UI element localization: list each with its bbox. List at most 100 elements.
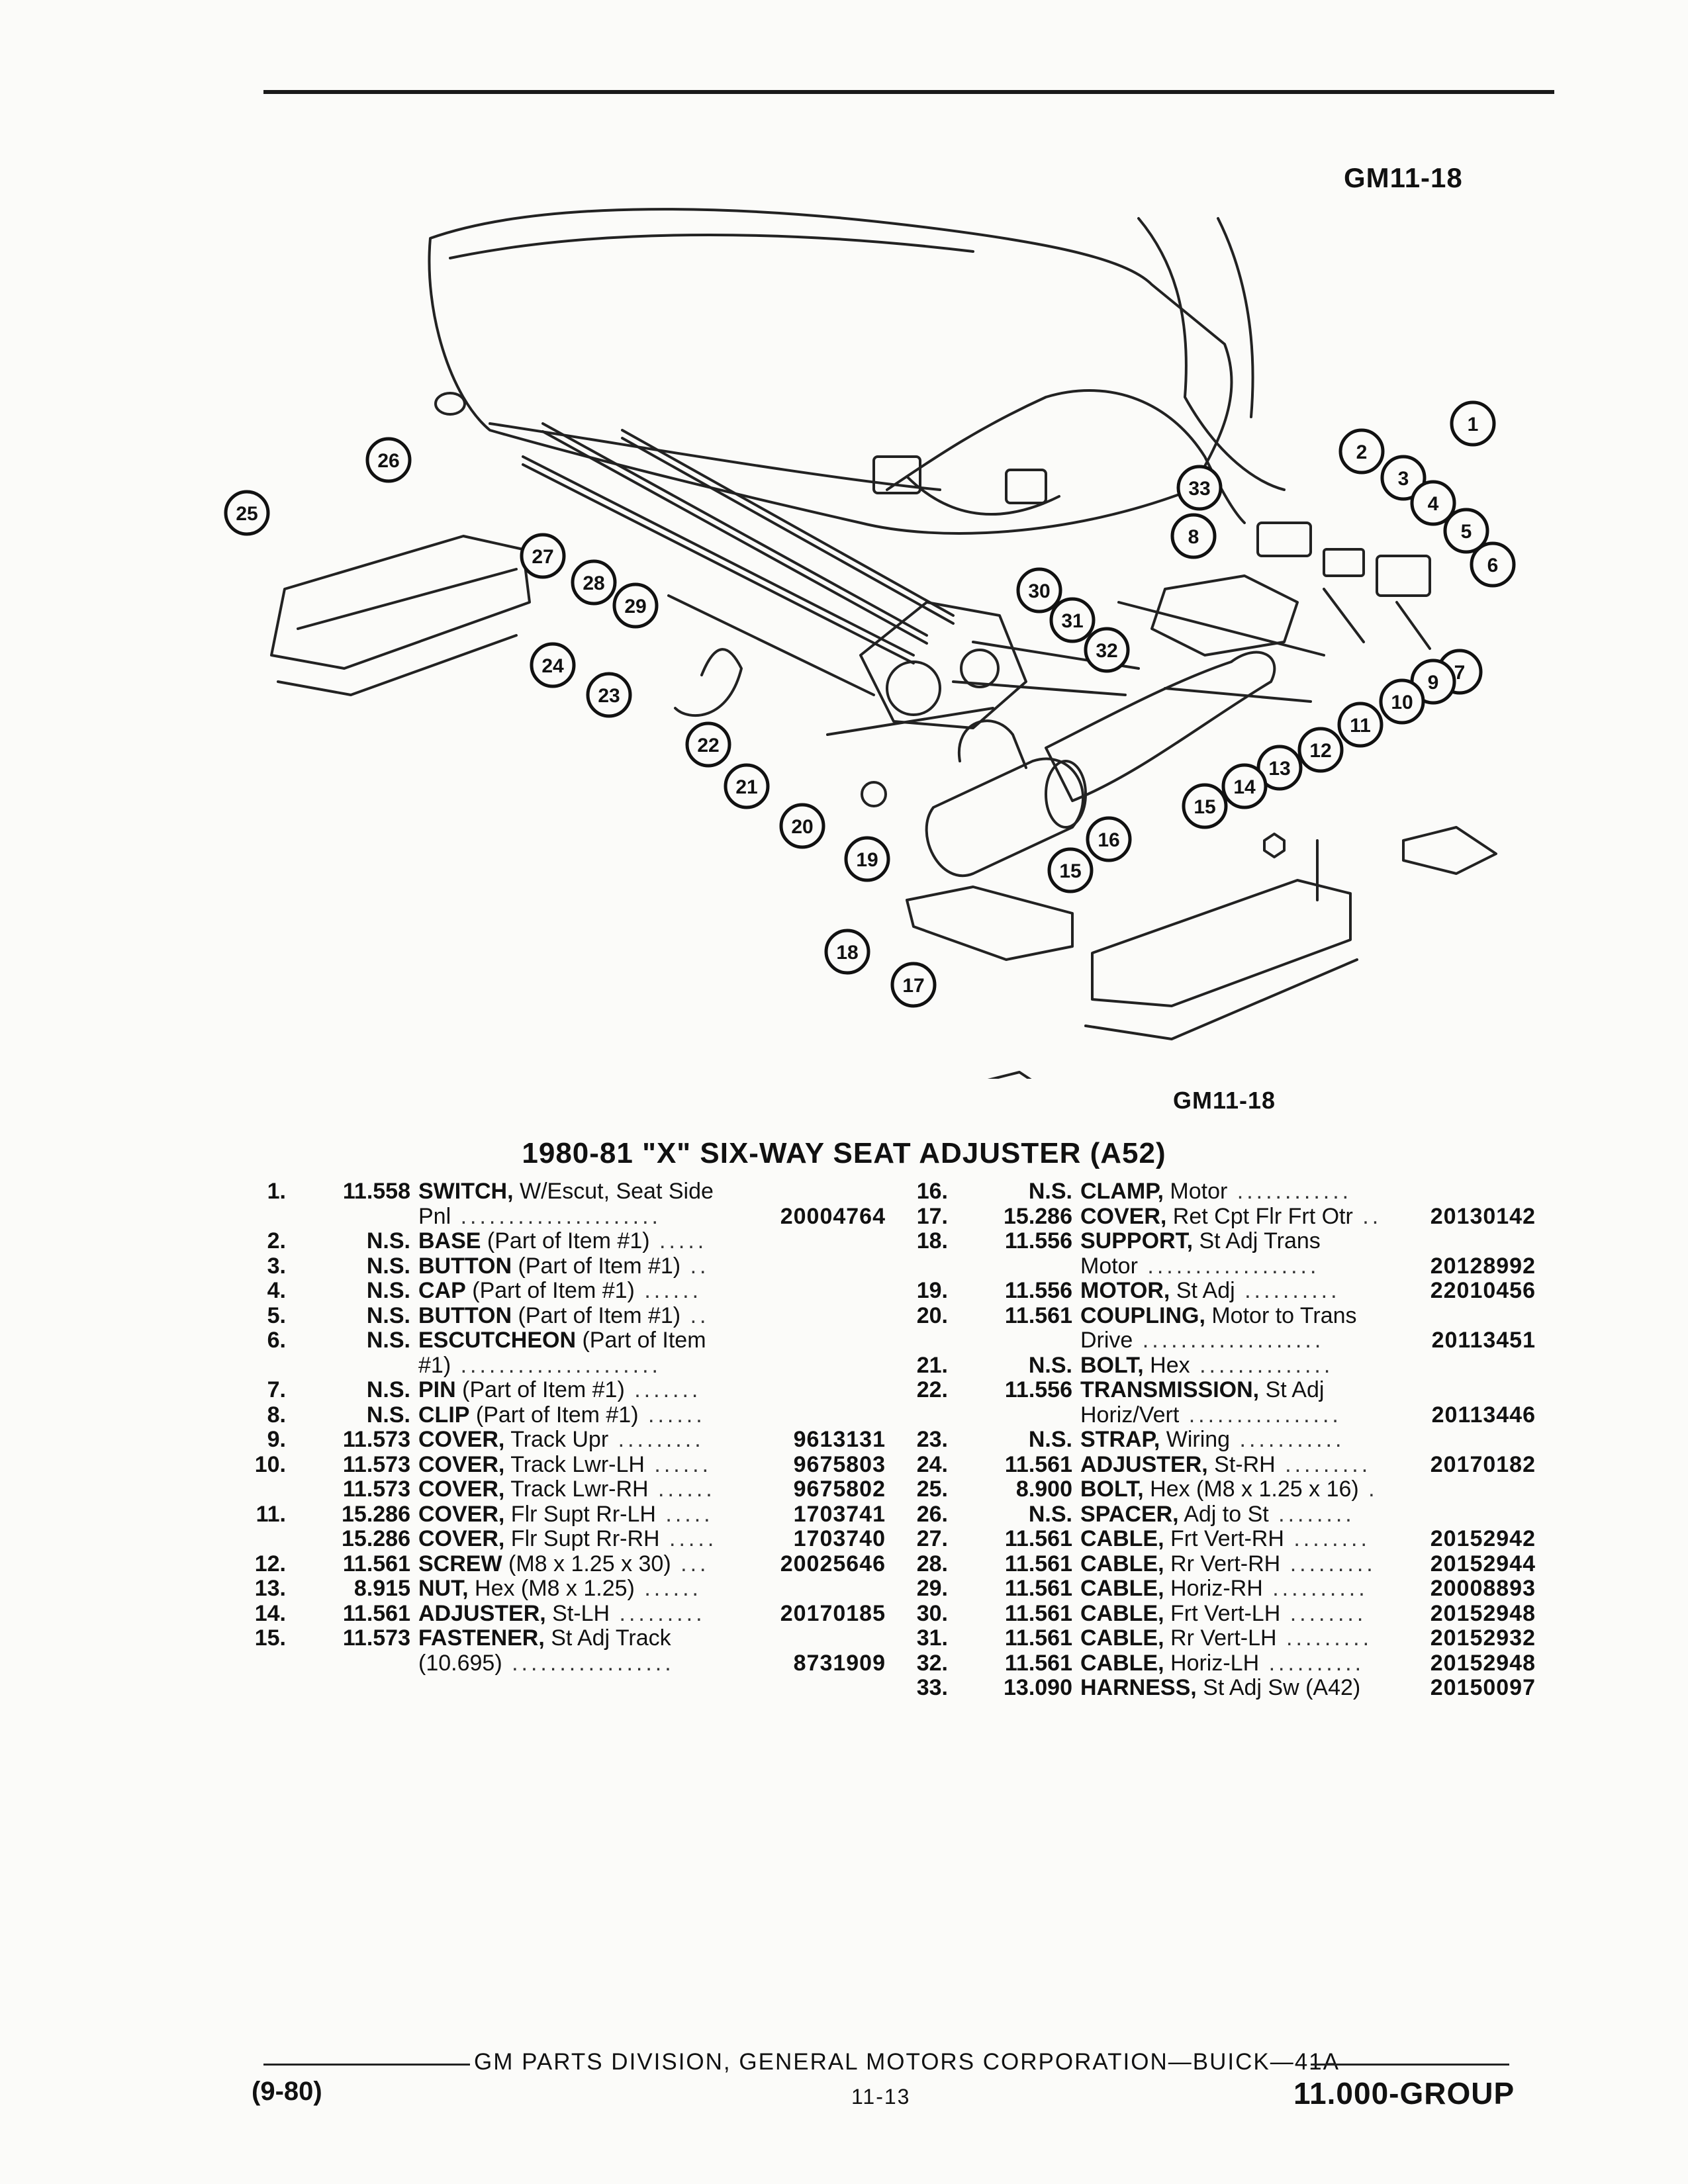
footer-group: 11.000-GROUP	[1293, 2076, 1515, 2111]
track-cover-upper	[1150, 574, 1299, 657]
leader-dots: ...	[671, 1551, 710, 1576]
seat-cushion	[428, 208, 1233, 535]
part-description: Horiz/Vert ................20113446	[1080, 1402, 1536, 1428]
callout-label: 12	[1309, 740, 1331, 762]
leader-dots: .....................	[451, 1203, 661, 1229]
leader-dots: ..........	[1259, 1650, 1365, 1676]
leader-dots: ..........	[1235, 1278, 1340, 1303]
item-number: 21.	[916, 1352, 948, 1378]
cable-31	[952, 680, 1127, 696]
part-number: 20152942	[1430, 1526, 1536, 1551]
part-detail: St-RH	[1207, 1451, 1276, 1477]
part-number: 9675803	[793, 1451, 886, 1477]
part-number: 20008893	[1430, 1576, 1536, 1601]
part-number: 1703740	[793, 1526, 886, 1551]
part-description: #1) .....................	[418, 1353, 886, 1379]
part-detail: Hex	[1143, 1352, 1190, 1378]
callout-17	[890, 962, 937, 1008]
part-detail: Motor to Trans	[1205, 1302, 1357, 1328]
switch-base	[1256, 522, 1312, 557]
leader-dots: .......	[624, 1377, 702, 1402]
leader-dots: .....................	[451, 1352, 661, 1378]
support	[906, 886, 1074, 961]
callout-label: 22	[697, 735, 719, 756]
part-number: 20152944	[1430, 1551, 1536, 1576]
part-name: CABLE,	[1080, 1576, 1164, 1601]
item-number: 20.	[916, 1302, 948, 1328]
part-number: 22010456	[1430, 1278, 1536, 1303]
group-number: 8.900	[1015, 1477, 1072, 1502]
item-number: 29.	[916, 1576, 948, 1601]
group-number: 11.561	[1004, 1302, 1072, 1328]
group-number: 8.915	[353, 1576, 410, 1601]
callout-1	[1450, 400, 1496, 447]
item-number: 16.	[916, 1179, 948, 1204]
part-detail: Drive	[1080, 1328, 1133, 1353]
item-number: 18.	[916, 1228, 948, 1253]
item-number: 13.	[254, 1576, 286, 1601]
callout-15a	[1182, 783, 1228, 829]
callout-23	[586, 672, 632, 718]
part-number: 8731909	[793, 1650, 886, 1676]
part-detail: Horiz/Vert	[1080, 1402, 1180, 1428]
callouts	[224, 400, 1516, 1008]
callout-19	[844, 836, 890, 882]
part-number: 20113451	[1431, 1328, 1536, 1353]
part-description: CABLE, Frt Vert-RH ........20152942	[1080, 1526, 1536, 1552]
part-name: CABLE,	[1080, 1600, 1164, 1626]
leader-dots: .	[1358, 1477, 1378, 1502]
item-number: 4.	[267, 1278, 286, 1303]
item-number: 1.	[267, 1179, 286, 1204]
callout-label: 21	[735, 776, 757, 798]
part-detail: Horiz-LH	[1164, 1650, 1260, 1676]
part-number: 20130142	[1430, 1203, 1536, 1229]
part-description: BUTTON (Part of Item #1) ..	[418, 1253, 886, 1279]
group-number: 11.558	[342, 1179, 410, 1204]
part-name: NUT,	[418, 1576, 469, 1601]
group-number: N.S.	[366, 1377, 410, 1402]
part-description: CLIP (Part of Item #1) ......	[418, 1402, 886, 1428]
callout-label: 15	[1194, 796, 1215, 818]
item-number: 26.	[916, 1501, 948, 1527]
callout-25	[224, 490, 270, 536]
part-detail: (Part of Item	[576, 1328, 706, 1353]
group-number: 11.556	[1004, 1228, 1072, 1253]
part-description: HARNESS, St Adj Sw (A42)20150097	[1080, 1675, 1536, 1701]
part-detail: Track Lwr-RH	[504, 1477, 649, 1502]
part-detail: St-LH	[545, 1600, 610, 1626]
part-description: (10.695) .................8731909	[418, 1651, 886, 1676]
item-number: 32.	[916, 1650, 948, 1676]
item-number: 8.	[267, 1402, 286, 1428]
part-detail: (Part of Item #1)	[455, 1377, 625, 1402]
leader-dots: ..	[680, 1302, 710, 1328]
part-description: BASE (Part of Item #1) .....	[418, 1228, 886, 1254]
part-description: CABLE, Rr Vert-LH .........20152932	[1080, 1625, 1536, 1651]
leader-dots: ........	[1280, 1600, 1367, 1626]
group-number: N.S.	[366, 1402, 410, 1428]
leader-dots: .........	[610, 1600, 706, 1626]
callout-label: 14	[1233, 776, 1256, 798]
part-name: CABLE,	[1080, 1551, 1164, 1576]
part-description: BOLT, Hex (M8 x 1.25 x 16) .	[1080, 1477, 1536, 1502]
callout-label: 28	[583, 572, 604, 594]
nut-13	[1263, 833, 1286, 858]
leader-dots: ........	[1284, 1526, 1370, 1551]
callout-27	[520, 533, 566, 579]
group-number: 11.561	[1004, 1526, 1072, 1551]
leader-dots: ................	[1179, 1402, 1342, 1428]
group-number: 15.286	[342, 1501, 410, 1527]
part-description: SCREW (M8 x 1.25 x 30) ...20025646	[418, 1551, 886, 1577]
part-detail: Track Upr	[504, 1427, 609, 1452]
callout-label: 1	[1468, 414, 1479, 435]
figure-code-bottom: GM11-18	[1173, 1087, 1276, 1114]
part-description: SPACER, Adj to St ........	[1080, 1502, 1536, 1527]
part-detail: Pnl	[418, 1203, 451, 1229]
group-number: 11.556	[1004, 1278, 1072, 1303]
part-detail: Flr Supt Rr-LH	[504, 1501, 656, 1527]
callout-label: 11	[1350, 715, 1371, 737]
part-name: TRANSMISSION,	[1080, 1377, 1260, 1402]
part-name: BOLT,	[1080, 1352, 1144, 1378]
item-number: 17.	[916, 1203, 948, 1229]
group-number: 11.561	[342, 1551, 410, 1576]
seat-back	[1137, 217, 1286, 491]
